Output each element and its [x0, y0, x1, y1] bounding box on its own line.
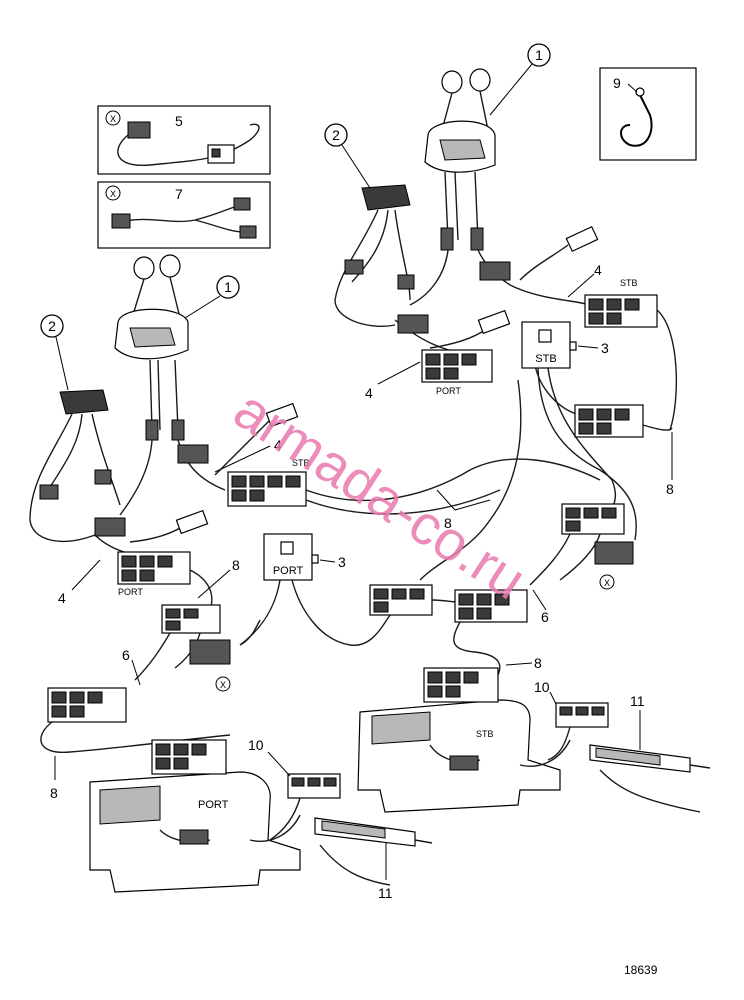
label-port-mid: PORT	[118, 587, 143, 597]
control-lever-unit-left	[114, 254, 189, 441]
svg-text:8: 8	[666, 481, 674, 497]
callout-1-upper: 1	[489, 43, 551, 116]
svg-text:11: 11	[630, 693, 645, 709]
callout-4-upper-right: 4	[567, 262, 602, 298]
svg-text:8: 8	[50, 785, 58, 801]
svg-text:6: 6	[541, 609, 549, 625]
callout-11-stb: 11	[630, 693, 645, 750]
callout-11-port: 11	[378, 842, 393, 901]
svg-text:4: 4	[594, 262, 602, 278]
svg-text:X: X	[220, 680, 226, 690]
callout-8-left-upper: 8	[197, 557, 240, 599]
callout-7: 7	[175, 186, 183, 202]
svg-text:8: 8	[534, 655, 542, 671]
svg-text:4: 4	[58, 590, 66, 606]
control-lever-unit-upper	[424, 68, 496, 251]
callout-2-upper: 2	[324, 123, 371, 189]
lower-center-harness: X	[369, 503, 634, 681]
callout-5: 5	[175, 113, 183, 129]
callout-1-left: 1	[184, 275, 240, 319]
svg-text:4: 4	[365, 385, 373, 401]
svg-text:X: X	[604, 578, 610, 588]
lower-left-harness: X	[40, 604, 261, 753]
label-port-engine: PORT	[198, 799, 229, 811]
panel-unit-left	[29, 389, 121, 542]
callout-4-upper-left: 4	[365, 361, 421, 401]
upper-harness: PORT STB	[394, 225, 678, 438]
callout-6-left: 6	[122, 647, 141, 686]
svg-text:2: 2	[332, 127, 340, 143]
svg-text:6: 6	[122, 647, 130, 663]
label-stb-mid: STB	[292, 458, 310, 468]
callout-4-mid-left: 4	[58, 559, 101, 606]
svg-text:8: 8	[444, 515, 452, 531]
svg-text:4: 4	[274, 437, 282, 453]
svg-text:11: 11	[378, 885, 393, 901]
callout-8-mid: 8	[436, 489, 491, 531]
port-module-box: PORT	[239, 533, 391, 646]
callout-4-mid-right: 4	[214, 437, 282, 473]
label-port-upper: PORT	[436, 386, 461, 396]
svg-text:PORT: PORT	[273, 565, 304, 577]
svg-text:10: 10	[248, 737, 264, 753]
callout-9: 9	[613, 75, 621, 91]
svg-text:STB: STB	[535, 353, 556, 365]
stb-module-box: STB	[521, 321, 637, 541]
callout-2-left: 2	[40, 314, 69, 391]
callout-8-right: 8	[666, 432, 674, 497]
svg-text:2: 2	[48, 318, 56, 334]
label-stb-engine: STB	[476, 729, 494, 739]
callout-3-mid: 3	[319, 554, 346, 570]
callout-6-right: 6	[532, 589, 549, 625]
callout-8-left-lower: 8	[50, 756, 58, 801]
svg-text:X: X	[110, 189, 116, 199]
panel-unit-upper	[334, 184, 415, 327]
callout-10-port: 10	[248, 737, 291, 777]
inset-cable-5: X 5	[97, 105, 271, 175]
figure-number: 18639	[624, 963, 658, 977]
label-stb-upper: STB	[620, 278, 638, 288]
svg-text:1: 1	[224, 279, 232, 295]
svg-text:8: 8	[232, 557, 240, 573]
inset-cable-7: X 7	[97, 181, 271, 249]
svg-text:3: 3	[601, 340, 609, 356]
callout-8-lower-right: 8	[505, 655, 542, 671]
callout-3-upper: 3	[577, 340, 609, 356]
svg-text:10: 10	[534, 679, 550, 695]
middle-harness: PORT STB	[94, 379, 601, 611]
port-engine-assembly: PORT	[89, 739, 433, 893]
svg-text:3: 3	[338, 554, 346, 570]
inset-clip-9: 9	[599, 67, 697, 161]
callout-10-stb: 10	[534, 679, 557, 705]
stb-engine-assembly: STB	[357, 667, 711, 813]
svg-text:X: X	[110, 114, 116, 124]
svg-text:1: 1	[535, 47, 543, 63]
